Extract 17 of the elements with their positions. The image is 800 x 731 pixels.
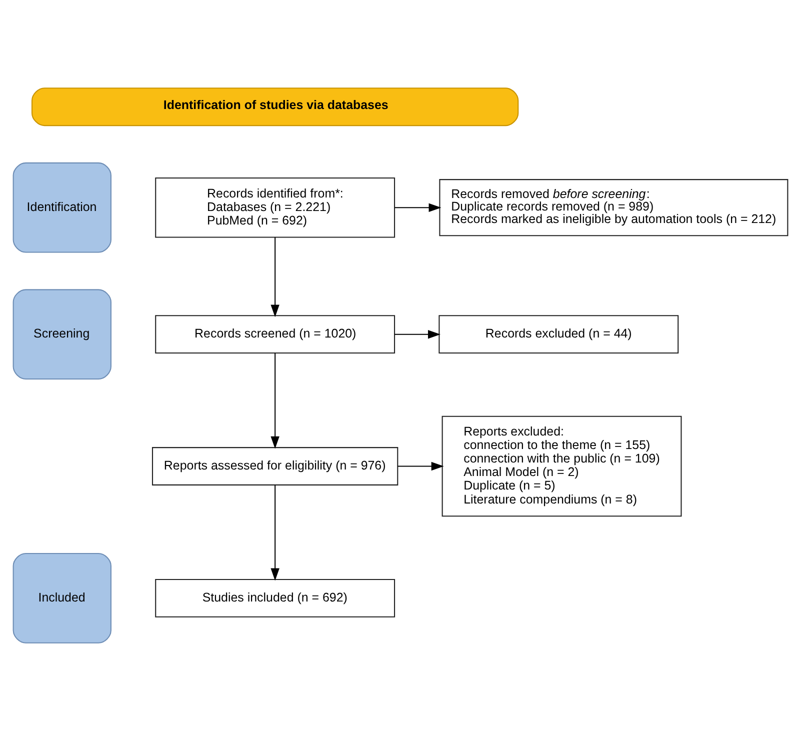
arrow <box>270 237 279 318</box>
arrow <box>397 462 444 471</box>
node-box: Identification of studies via databases <box>30 88 518 126</box>
node-box: Identification <box>12 162 111 253</box>
node-box: Reports excluded: connection to the theme (n = 155) connection with the public (n = 109) Animal Model (n = 2) Duplicate (n = 5) Literature compendiums (n = 8) <box>441 416 682 517</box>
node-box: Screening <box>12 289 111 380</box>
node-box: Records identified from*: Databases (n = 2.221) PubMed (n = 692) <box>154 177 395 238</box>
node-box: Records screened (n = 1020) <box>154 315 395 354</box>
node-box: Studies included (n = 692) <box>154 578 395 618</box>
arrow <box>270 353 279 449</box>
arrow <box>394 330 440 339</box>
node-box: Included <box>12 553 111 644</box>
arrow <box>394 203 441 212</box>
node-box: Records excluded (n = 44) <box>438 315 678 354</box>
node-box: Reports assessed for eligibility (n = 976) <box>151 447 398 486</box>
arrow <box>270 485 279 581</box>
node-box: Records removed before screening: Duplicate records removed (n = 989) Records marked as ineligible by automation tools (n = 212) <box>438 179 788 236</box>
